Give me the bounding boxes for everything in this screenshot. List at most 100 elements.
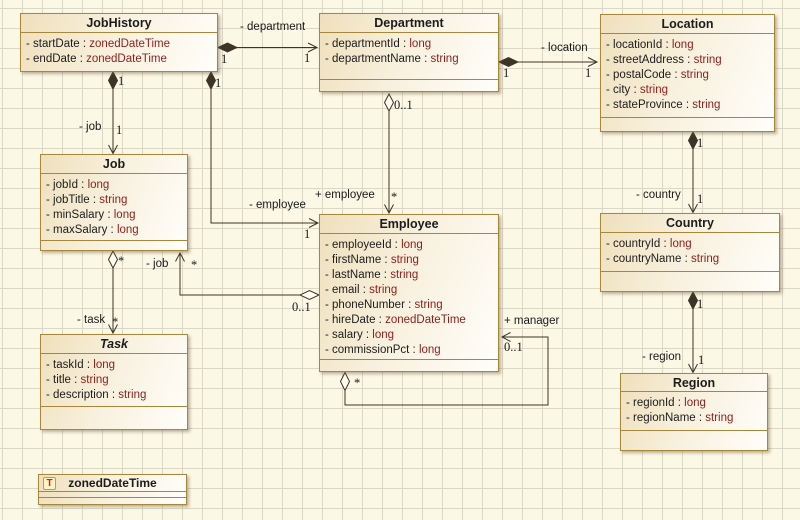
attribute-name: - title : — [46, 374, 81, 386]
attribute-type: string — [99, 194, 128, 206]
connector-location-country[interactable] — [687, 130, 699, 214]
attribute-name: - jobId : — [46, 179, 88, 191]
class-box-region[interactable]: Region - regionId : long - regionName : … — [620, 373, 768, 451]
multiplicity: 1 — [697, 297, 704, 311]
connector-department-employee[interactable] — [383, 92, 395, 215]
attribute-type: string — [680, 69, 709, 81]
operations-compartment-empty — [320, 359, 498, 371]
connector-country-region[interactable] — [687, 290, 699, 374]
open-arrow-icon — [308, 218, 320, 228]
operations-compartment-empty — [41, 406, 187, 429]
attribute-type: long — [401, 239, 423, 251]
aggregation-diamond-icon — [298, 289, 321, 301]
class-title: T zonedDateTime — [39, 475, 186, 492]
composition-diamond-icon — [687, 290, 699, 311]
role-label-country: - country — [636, 189, 681, 201]
class-box-department[interactable]: Department - departmentId : long - depar… — [319, 13, 499, 92]
role-label-job-2: - job — [146, 258, 169, 270]
composition-diamond-icon — [497, 56, 520, 68]
operations-compartment-empty — [39, 497, 186, 504]
attribute-type: string — [430, 53, 459, 65]
multiplicity: 1 — [697, 192, 704, 206]
connector-employee-manager[interactable] — [339, 332, 549, 406]
class-attributes: - locationId : long - streetAddress : st… — [601, 34, 774, 117]
attribute-name: - city : — [606, 84, 640, 96]
multiplicity: 1 — [503, 66, 510, 80]
role-label-region: - region — [642, 351, 681, 363]
multiplicity: 1 — [118, 74, 125, 88]
open-arrow-icon — [688, 363, 698, 374]
connector-employee-job[interactable] — [175, 251, 321, 301]
attribute-type: string — [639, 84, 668, 96]
type-icon: T — [43, 477, 56, 490]
attribute-row: - countryId : long — [606, 237, 774, 252]
class-box-job[interactable]: Job - jobId : long - jobTitle : string -… — [40, 154, 188, 251]
attribute-type: long — [669, 238, 692, 250]
attribute-type: string — [369, 284, 398, 296]
attribute-type: long — [87, 179, 110, 191]
class-attributes: - countryId : long - countryName : strin… — [601, 233, 779, 271]
attribute-row: - firstName : string — [325, 253, 493, 268]
multiplicity: 1 — [697, 136, 704, 150]
class-title: JobHistory — [21, 14, 217, 33]
attribute-type: string — [414, 299, 443, 311]
class-box-jobhistory[interactable]: JobHistory - startDate : zonedDateTime -… — [20, 13, 218, 72]
class-title: Job — [41, 155, 187, 174]
multiplicity: 1 — [116, 123, 123, 137]
connector-job-task[interactable] — [107, 249, 119, 335]
connector-department-location[interactable] — [497, 56, 599, 68]
multiplicity: 0..1 — [292, 300, 311, 314]
attribute-name: - locationId : — [606, 39, 672, 51]
attribute-row: - lastName : string — [325, 268, 493, 283]
attribute-row: - phoneNumber : string — [325, 298, 493, 313]
composition-diamond-icon — [205, 70, 217, 91]
attribute-row: - countryName : string — [606, 252, 774, 267]
composition-diamond-icon — [687, 130, 699, 151]
multiplicity: 1 — [304, 51, 311, 65]
attribute-name: - streetAddress : — [606, 54, 694, 66]
operations-compartment-empty — [601, 271, 779, 291]
multiplicity: 1 — [585, 66, 592, 80]
connector-jobhistory-employee[interactable] — [205, 70, 320, 228]
open-arrow-icon — [688, 203, 698, 214]
operations-compartment-empty — [320, 79, 498, 91]
attribute-row: - minSalary : long — [46, 208, 182, 223]
attribute-name: - taskId : — [46, 359, 94, 371]
attribute-row: - stateProvince : string — [606, 98, 769, 113]
class-attributes: - taskId : long - title : string - descr… — [41, 354, 187, 406]
attribute-row: - departmentName : string — [325, 52, 493, 67]
class-box-zoneddatetime[interactable]: T zonedDateTime — [38, 474, 187, 505]
class-box-country[interactable]: Country - countryId : long - countryName… — [600, 213, 780, 292]
attribute-type: zonedDateTime — [89, 38, 171, 50]
operations-compartment-empty — [601, 117, 774, 131]
attribute-row: - description : string — [46, 388, 182, 403]
attribute-type: zonedDateTime — [385, 314, 466, 326]
role-label-manager: + manager — [504, 315, 560, 327]
class-box-location[interactable]: Location - locationId : long - streetAdd… — [600, 14, 775, 132]
attribute-row: - regionName : string — [626, 411, 762, 426]
role-label-department: - department — [240, 21, 306, 33]
attribute-name: - employeeId : — [325, 239, 402, 251]
attribute-name: - jobTitle : — [46, 194, 100, 206]
attribute-type: zonedDateTime — [86, 53, 167, 65]
attribute-row: - regionId : long — [626, 396, 762, 411]
attribute-type: string — [693, 54, 722, 66]
attribute-name: - description : — [46, 389, 119, 401]
class-title: Location — [601, 15, 774, 34]
connector-jobhistory-job[interactable] — [107, 70, 119, 155]
role-label-location: - location — [541, 42, 588, 54]
class-title-text: zonedDateTime — [68, 476, 157, 490]
attribute-type: long — [684, 397, 706, 409]
class-attributes: - regionId : long - regionName : string — [621, 392, 767, 430]
attribute-row: - jobId : long — [46, 178, 182, 193]
class-box-employee[interactable]: Employee - employeeId : long - firstName… — [319, 214, 499, 372]
attribute-name: - firstName : — [325, 254, 391, 266]
attribute-name: - email : — [325, 284, 370, 296]
class-box-task[interactable]: Task - taskId : long - title : string - … — [40, 334, 188, 430]
attribute-type: string — [705, 412, 734, 424]
connector-jobhistory-department[interactable] — [216, 42, 319, 53]
attribute-name: - commissionPct : — [325, 344, 419, 356]
attribute-row: - jobTitle : string — [46, 193, 182, 208]
